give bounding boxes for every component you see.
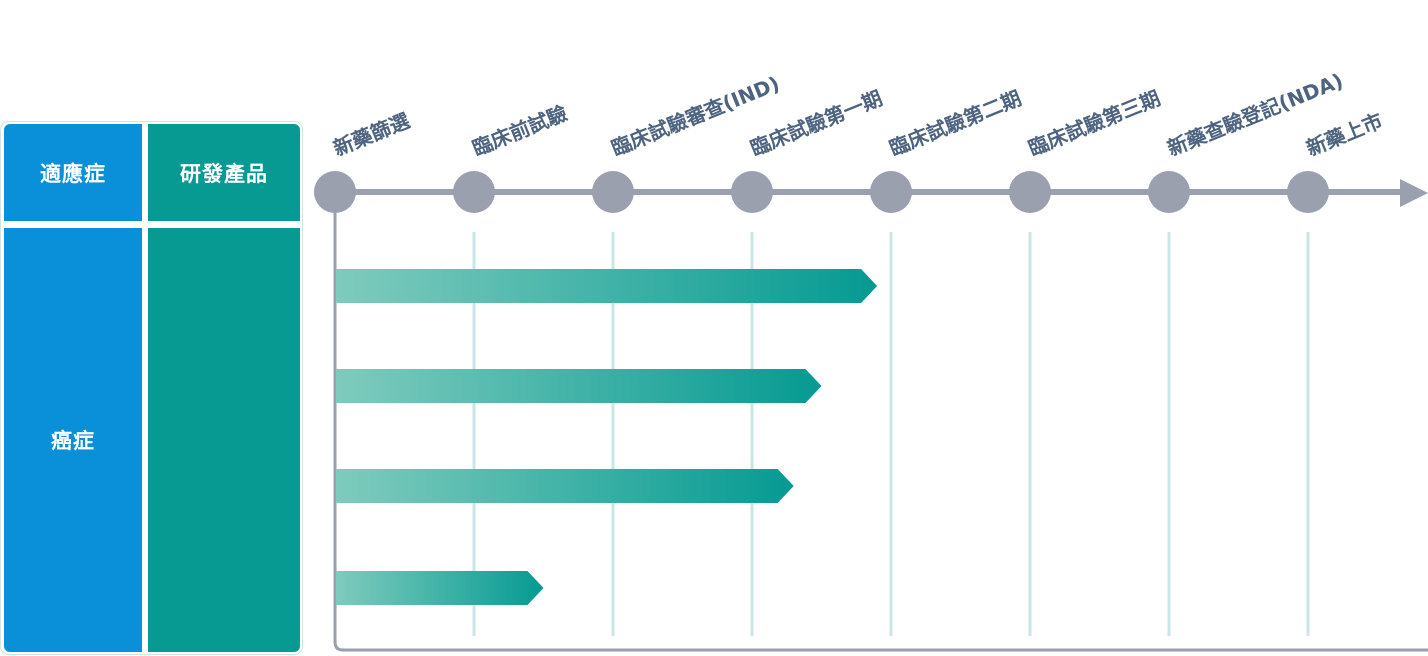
- chart-frame: [333, 192, 1428, 652]
- progress-bar: [336, 269, 878, 303]
- progress-bar: [336, 571, 544, 605]
- stage-marker: [1148, 171, 1190, 213]
- stage-marker: [453, 171, 495, 213]
- stage-axis: [314, 171, 1428, 213]
- stage-marker: [1287, 171, 1329, 213]
- header-product: 研發產品: [148, 124, 300, 221]
- chart-baseline: [333, 192, 1428, 652]
- stage-marker: [870, 171, 912, 213]
- progress-bars: [336, 269, 878, 605]
- stage-marker: [1009, 171, 1051, 213]
- stage-label: 新藥篩選: [330, 108, 413, 160]
- stage-marker: [314, 171, 356, 213]
- stage-label: 臨床前試驗: [469, 101, 571, 161]
- indication-cell: 癌症: [4, 228, 142, 652]
- header-indication: 適應症: [4, 124, 142, 221]
- stage-marker: [592, 171, 634, 213]
- stage-labels: 新藥篩選臨床前試驗臨床試驗審查(IND)臨床試驗第一期臨床試驗第二期臨床試驗第三…: [330, 68, 1386, 160]
- progress-bar: [336, 369, 822, 403]
- axis-arrow-icon: [1400, 179, 1428, 207]
- stage-label: 新藥上市: [1303, 108, 1386, 160]
- stage-label: 臨床試驗第三期: [1025, 86, 1164, 161]
- product-cell: [148, 228, 300, 652]
- stage-label: 臨床試驗第二期: [886, 86, 1025, 161]
- stage-marker: [731, 171, 773, 213]
- progress-bar: [336, 469, 794, 503]
